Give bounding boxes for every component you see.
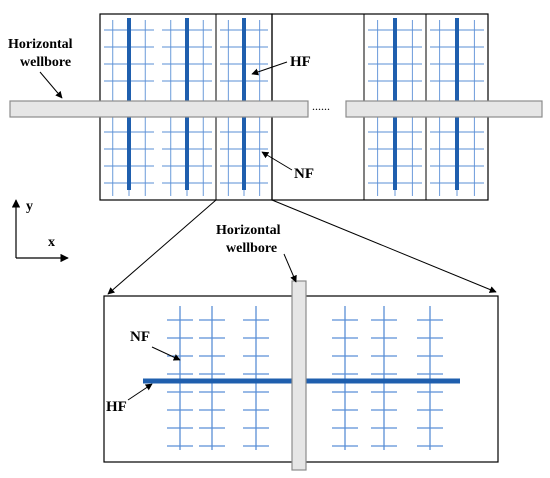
- wellbore-label-top-line1: Horizontal: [8, 37, 73, 52]
- zoom-line-right: [271, 199, 497, 293]
- wellbore-label-top-line2: wellbore: [20, 55, 71, 70]
- overview-wellbore-right: [345, 100, 543, 118]
- hf-label-zoom: HF: [106, 399, 127, 415]
- hf-top-leader-arrow: [251, 61, 288, 76]
- axis-x-label: x: [48, 235, 55, 250]
- zoom-natural-fracture-grid: [167, 306, 443, 450]
- nf-label-zoom: NF: [130, 329, 150, 345]
- wellbore-zoom-leader-arrow: [283, 253, 297, 283]
- axis-y-label: y: [26, 199, 33, 214]
- wellbore-label-zoom-line1: Horizontal: [216, 223, 281, 238]
- hf-zoom-leader-arrow: [127, 383, 153, 401]
- zoom-line-left: [107, 199, 217, 295]
- nf-top-leader-arrow: [261, 151, 293, 171]
- nf-zoom-leader-arrow: [151, 346, 181, 361]
- overview-panel: [9, 13, 543, 201]
- continuation-dots: ......: [312, 99, 330, 113]
- nf-label-top: NF: [294, 166, 314, 182]
- wellbore-top-leader-arrow: [39, 71, 63, 99]
- wellbore-label-zoom-line2: wellbore: [226, 241, 277, 256]
- zoom-wellbore: [291, 280, 307, 471]
- overview-wellbore-left: [9, 100, 309, 118]
- coordinate-axes-icon: [11, 199, 69, 263]
- zoom-panel: [103, 280, 499, 471]
- hf-label-top: HF: [290, 54, 311, 70]
